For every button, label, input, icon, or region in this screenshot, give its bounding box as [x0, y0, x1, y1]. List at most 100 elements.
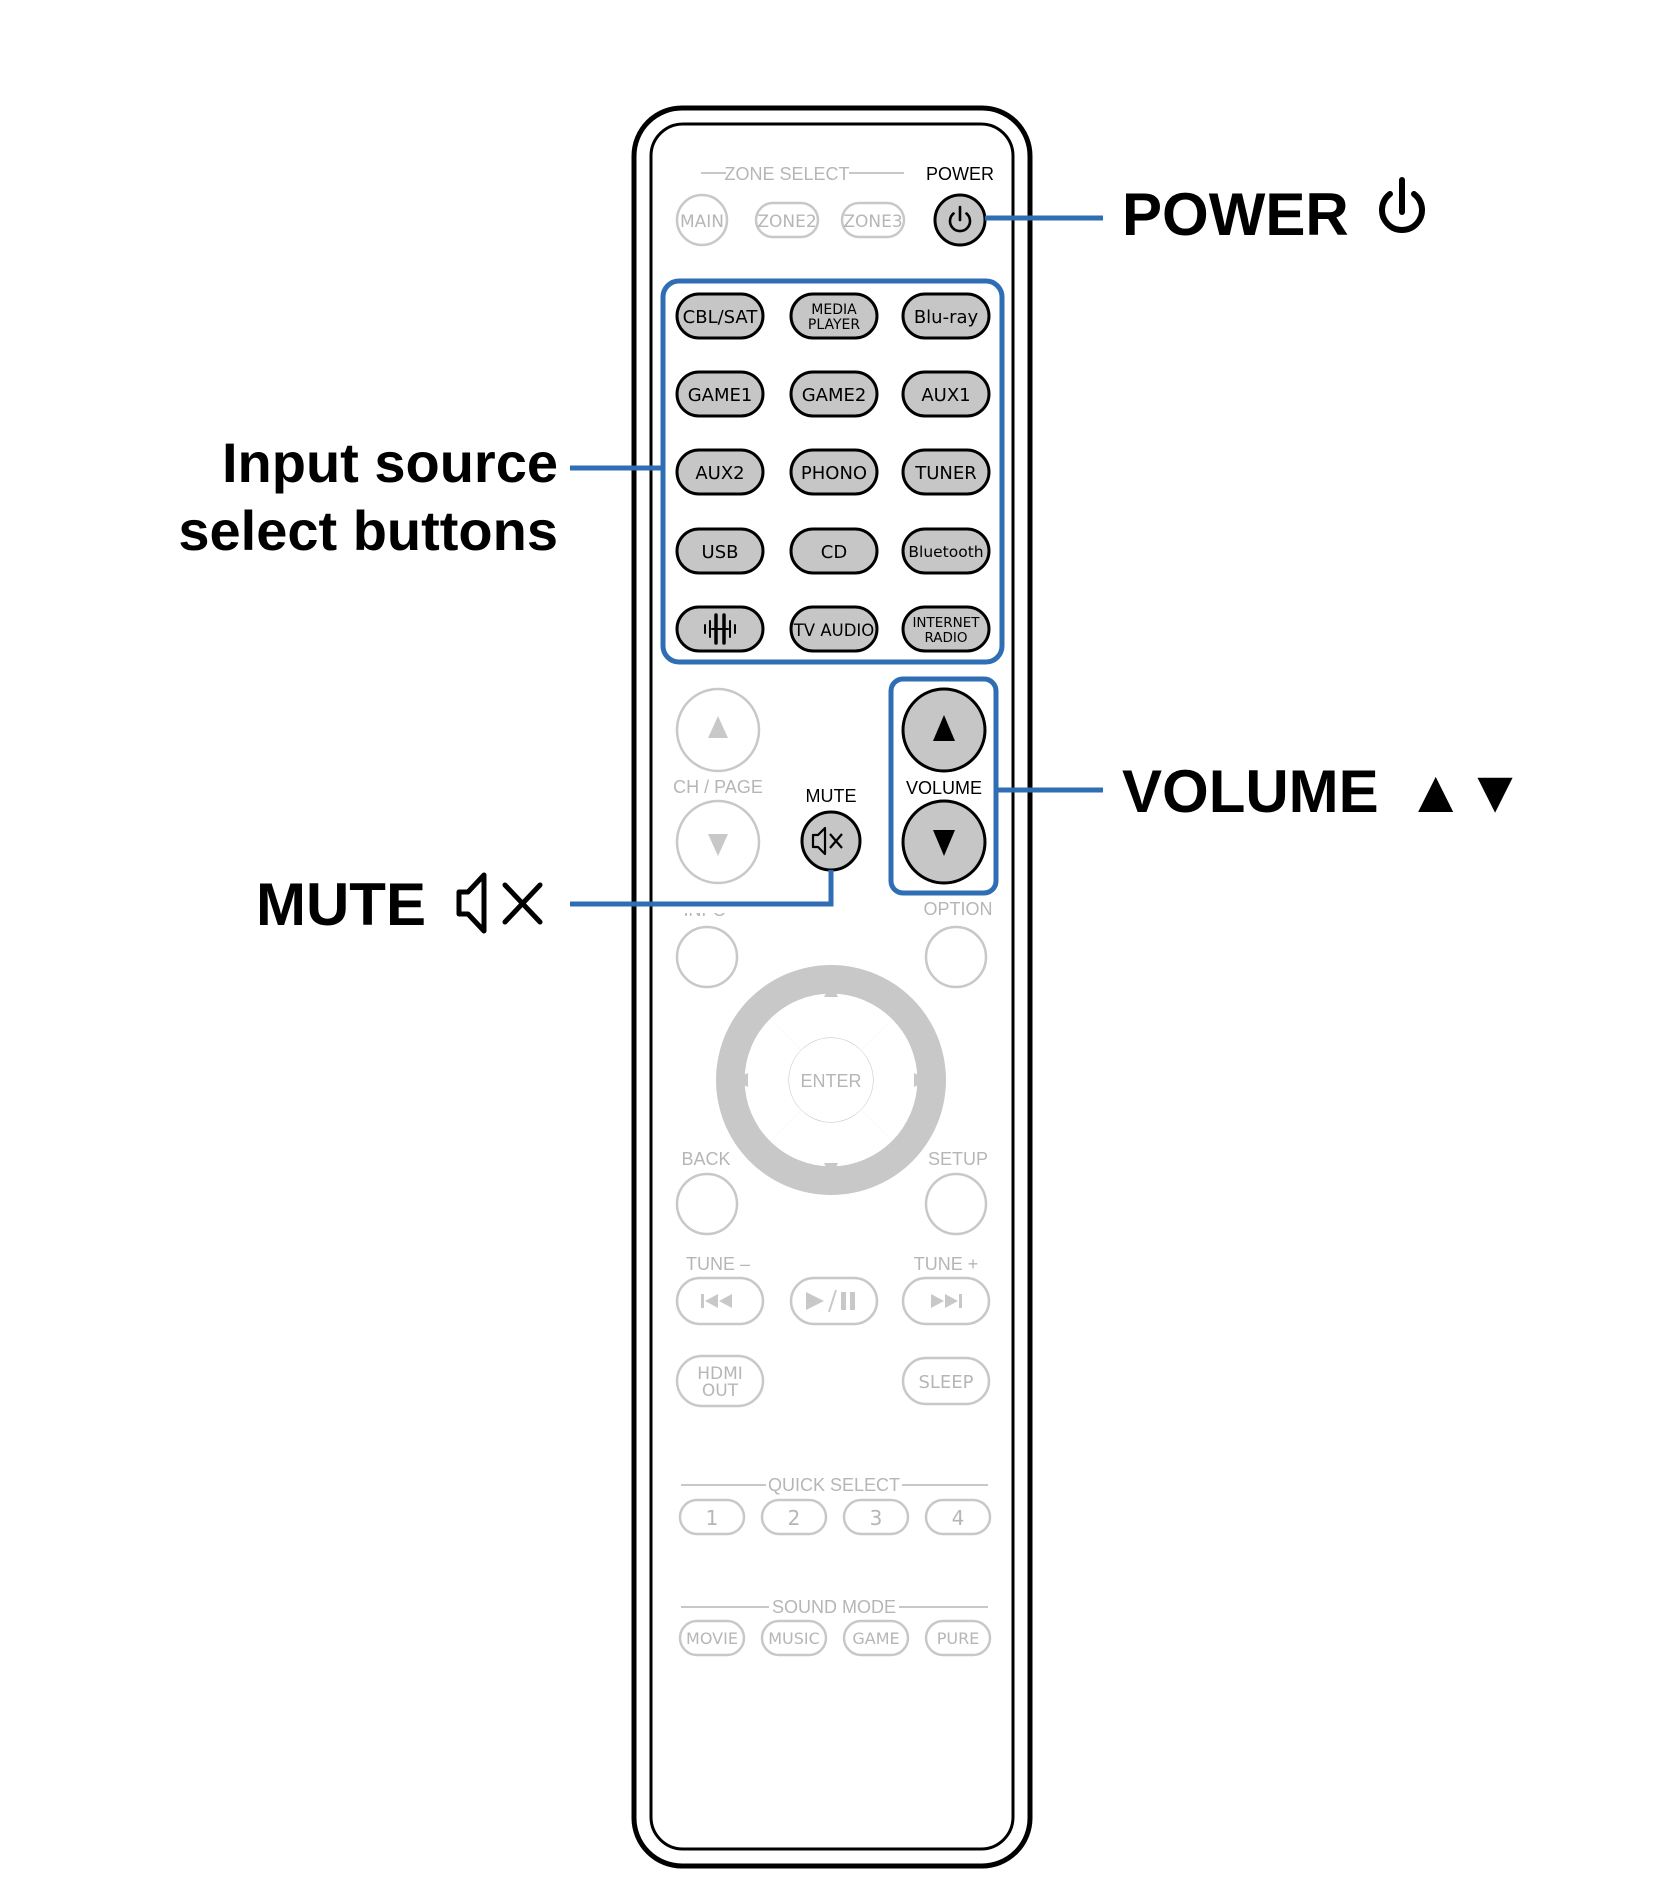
hdmi-out-button[interactable]: HDMI OUT — [675, 1354, 765, 1408]
back-button[interactable] — [675, 1172, 739, 1236]
quick-select-button-1[interactable]: 1 — [678, 1498, 746, 1536]
cursor-right-button[interactable] — [861, 1019, 928, 1141]
option-button[interactable] — [924, 925, 988, 989]
mute-callout-line — [570, 870, 834, 907]
ch-page-down-button[interactable] — [675, 799, 761, 885]
zone-button-zone2[interactable]: ZONE2 — [754, 201, 820, 239]
input-button-label: CD — [821, 542, 847, 563]
setup-button[interactable] — [924, 1172, 988, 1236]
sound-mode-button-label: MOVIE — [686, 1629, 738, 1648]
cursor-up-button[interactable] — [770, 983, 892, 1050]
quick-select-button-label: 2 — [788, 1506, 801, 1530]
input-button-usb[interactable]: USB — [675, 527, 765, 575]
power-callout: POWER — [1122, 177, 1425, 248]
power-icon — [1379, 177, 1425, 233]
quick-select-button-3[interactable]: 3 — [842, 1498, 910, 1536]
up-arrow-icon — [933, 715, 955, 741]
input-button-label: TV AUDIO — [793, 621, 875, 640]
input-callout-label-line1: Input source — [222, 431, 558, 494]
play-pause-icon — [806, 1289, 855, 1313]
mute-icon — [811, 826, 843, 856]
quick-select-group: QUICK SELECT 1 2 3 4 — [678, 1475, 992, 1536]
input-button-media-player[interactable]: MEDIA PLAYER — [789, 292, 879, 340]
input-button-blu-ray[interactable]: Blu-ray — [901, 292, 991, 340]
input-button-internet-radio[interactable]: INTERNET RADIO — [901, 605, 991, 653]
sound-mode-button-label: MUSIC — [768, 1629, 820, 1648]
input-button-game2[interactable]: GAME2 — [789, 370, 879, 418]
input-button-bluetooth[interactable]: Bluetooth — [901, 527, 991, 575]
sound-mode-button-pure[interactable]: PURE — [924, 1619, 992, 1657]
input-button-label: AUX2 — [695, 463, 744, 484]
mute-button[interactable]: MUTE — [800, 786, 862, 872]
zone-select-group: ZONE SELECT MAIN ZONE2 ZONE3 — [675, 164, 906, 247]
power-button[interactable]: POWER — [926, 164, 994, 247]
input-button-tuner[interactable]: TUNER — [901, 448, 991, 496]
volume-label: VOLUME — [906, 778, 982, 798]
cursor-left-button[interactable] — [734, 1019, 801, 1141]
volume-callout: VOLUME ▲▼ — [1122, 758, 1525, 825]
ch-page-label: CH / PAGE — [673, 777, 763, 797]
zone-select-label: ZONE SELECT — [724, 164, 849, 184]
previous-button[interactable] — [675, 1276, 765, 1326]
input-button-cd[interactable]: CD — [789, 527, 879, 575]
sound-mode-button-music[interactable]: MUSIC — [760, 1619, 828, 1657]
cursor-pad: ENTER — [716, 965, 946, 1195]
zone-button-label: ZONE3 — [843, 212, 902, 232]
zone-button-label: ZONE2 — [757, 212, 816, 232]
input-button-label: Bluetooth — [908, 543, 983, 561]
volume-down-button[interactable] — [901, 799, 987, 885]
input-button-label-line2: PLAYER — [808, 317, 860, 333]
ch-page-up-button[interactable] — [675, 687, 761, 773]
power-callout-label: POWER — [1122, 181, 1349, 248]
sound-mode-button-movie[interactable]: MOVIE — [678, 1619, 746, 1657]
next-icon — [931, 1294, 962, 1308]
sound-mode-label: SOUND MODE — [772, 1597, 896, 1617]
sleep-label: SLEEP — [918, 1372, 973, 1393]
input-button-tv-audio[interactable]: TV AUDIO — [789, 605, 879, 653]
input-button-label: GAME1 — [688, 385, 753, 406]
input-button-heos[interactable] — [675, 605, 765, 653]
input-callout-label-line2: select buttons — [178, 499, 558, 562]
info-button[interactable] — [675, 925, 739, 989]
input-button-label-line1: INTERNET — [912, 615, 980, 631]
input-button-label: PHONO — [801, 463, 867, 484]
quick-select-button-label: 3 — [870, 1506, 883, 1530]
heos-icon — [704, 613, 736, 645]
sound-mode-button-label: PURE — [937, 1629, 980, 1648]
next-button[interactable] — [901, 1276, 991, 1326]
input-button-label: CBL/SAT — [683, 307, 759, 328]
input-button-game1[interactable]: GAME1 — [675, 370, 765, 418]
input-button-label: Blu-ray — [914, 307, 979, 328]
input-button-label-line2: RADIO — [924, 630, 967, 646]
hdmi-out-label-line2: OUT — [702, 1381, 739, 1401]
input-button-cbl-sat[interactable]: CBL/SAT — [675, 292, 765, 340]
hdmi-out-label-line1: HDMI — [697, 1364, 743, 1384]
sound-mode-button-game[interactable]: GAME — [842, 1619, 910, 1657]
input-button-label: USB — [702, 542, 739, 563]
power-icon — [948, 205, 972, 233]
input-button-aux2[interactable]: AUX2 — [675, 448, 765, 496]
input-button-label: AUX1 — [921, 385, 970, 406]
quick-select-label: QUICK SELECT — [768, 1475, 900, 1495]
callout-lines — [570, 215, 1103, 907]
zone-button-label: MAIN — [680, 212, 724, 232]
quick-select-button-4[interactable]: 4 — [924, 1498, 992, 1536]
power-button-label: POWER — [926, 164, 994, 184]
setup-label: SETUP — [928, 1149, 988, 1169]
zone-button-zone3[interactable]: ZONE3 — [840, 201, 906, 239]
up-arrow-icon — [708, 716, 728, 738]
play-pause-button[interactable] — [789, 1276, 879, 1326]
input-button-phono[interactable]: PHONO — [789, 448, 879, 496]
volume-up-button[interactable] — [901, 687, 987, 773]
option-label: OPTION — [923, 899, 992, 919]
quick-select-button-2[interactable]: 2 — [760, 1498, 828, 1536]
enter-label: ENTER — [800, 1071, 861, 1091]
input-button-label: GAME2 — [802, 385, 867, 406]
enter-button[interactable]: ENTER — [789, 1038, 873, 1122]
sleep-button[interactable]: SLEEP — [901, 1356, 991, 1406]
mute-icon — [456, 872, 543, 934]
tune-minus-label: TUNE – — [686, 1254, 750, 1274]
input-button-aux1[interactable]: AUX1 — [901, 370, 991, 418]
cursor-down-button[interactable] — [770, 1110, 892, 1177]
zone-button-main[interactable]: MAIN — [675, 193, 729, 247]
